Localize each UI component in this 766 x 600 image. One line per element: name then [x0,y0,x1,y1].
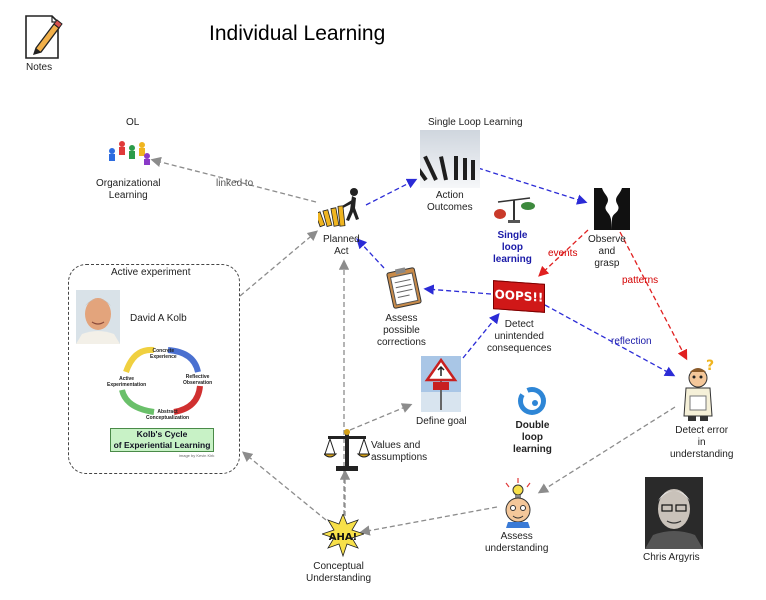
edge-outcomes-to-observe [477,167,588,205]
face-vase-icon [594,188,630,230]
detect-unintended-label: Detect unintended consequences [487,319,552,354]
page-title: Individual Learning [209,22,386,45]
active-experiment-container [68,264,240,474]
ol-label: OL [126,117,140,128]
notes-icon[interactable] [24,14,64,60]
double-loop-label: Double loop learning [513,420,552,455]
scale-icon [324,429,370,471]
aha-burst-icon: AHA! [322,514,364,558]
conceptual-label: Conceptual Understanding [306,561,372,584]
edge-values-to-goal [349,403,413,431]
kolb-reflective: Reflective Observation [183,374,213,386]
assess-corrections-label: Assess possible corrections [377,313,426,348]
notes-label: Notes [26,62,53,73]
assess-understanding-label: Assess understanding [485,531,549,554]
edge-planned-to-ol [150,156,317,203]
linked-to-label: linked to [216,178,254,189]
kolb-abstract: Abstract Conceptualization [146,409,190,421]
oops-sign: OOPS!! [493,280,545,313]
edge-aha-to-kolb [241,451,327,521]
edge-observe-to-oops [538,229,589,277]
lightbulb-head-icon [505,478,531,528]
edge-kolb-to-planned [239,230,318,297]
single-loop-header: Single Loop Learning [428,117,523,128]
kolb-concrete: Concrete Experience [150,348,177,360]
oops-text: OOPS!! [494,287,544,305]
edge-assess-to-aha [359,506,498,536]
planned-act-label: Planned Act [323,234,360,257]
action-outcomes-label: Action Outcomes [427,190,473,213]
single-loop-label: Single loop learning [493,230,532,265]
svg-text:?: ? [706,358,714,374]
patterns-label: patterns [622,275,659,286]
observe-label: Observe and grasp [588,234,626,269]
reflection-label: reflection [611,336,652,347]
balance-scale-icon [494,197,535,223]
edge-oops-to-error [544,304,676,377]
edge-goal-to-unintended [462,312,500,359]
kolb-cycle-diagram [119,346,203,415]
edge-oops-to-assess [423,284,492,295]
detect-error-label: Detect error in understanding [670,425,734,460]
edge-error-to-assess [537,406,676,494]
edge-assess-to-planned [356,238,385,269]
puzzle-people-icon [109,141,150,165]
confused-man-icon: ? [683,358,714,421]
clipboard-icon [386,267,422,309]
aha-text: AHA! [329,532,357,543]
double-loop-icon [518,387,546,415]
kolb-photo [76,290,120,344]
active-experiment-header: Active experiment [111,267,191,278]
domino-icon [420,130,480,188]
kolb-name: David A Kolb [130,313,187,324]
goal-sign-icon [421,356,461,412]
events-label: events [548,248,578,259]
org-learning-label: Organizational Learning [96,178,161,201]
values-label: Values and assumptions [371,440,428,463]
chris-argyris-photo [645,477,703,549]
push-figure-icon [318,188,359,228]
kolb-active: Active Experimentation [107,376,147,388]
edge-planned-to-outcomes [365,178,418,206]
kolb-banner: Kolb's Cycle of Experiential Learning [110,428,214,452]
define-goal-label: Define goal [416,416,467,427]
chris-label: Chris Argyris [643,552,700,563]
kolb-credit: image by Kevin Kirk [179,453,215,458]
